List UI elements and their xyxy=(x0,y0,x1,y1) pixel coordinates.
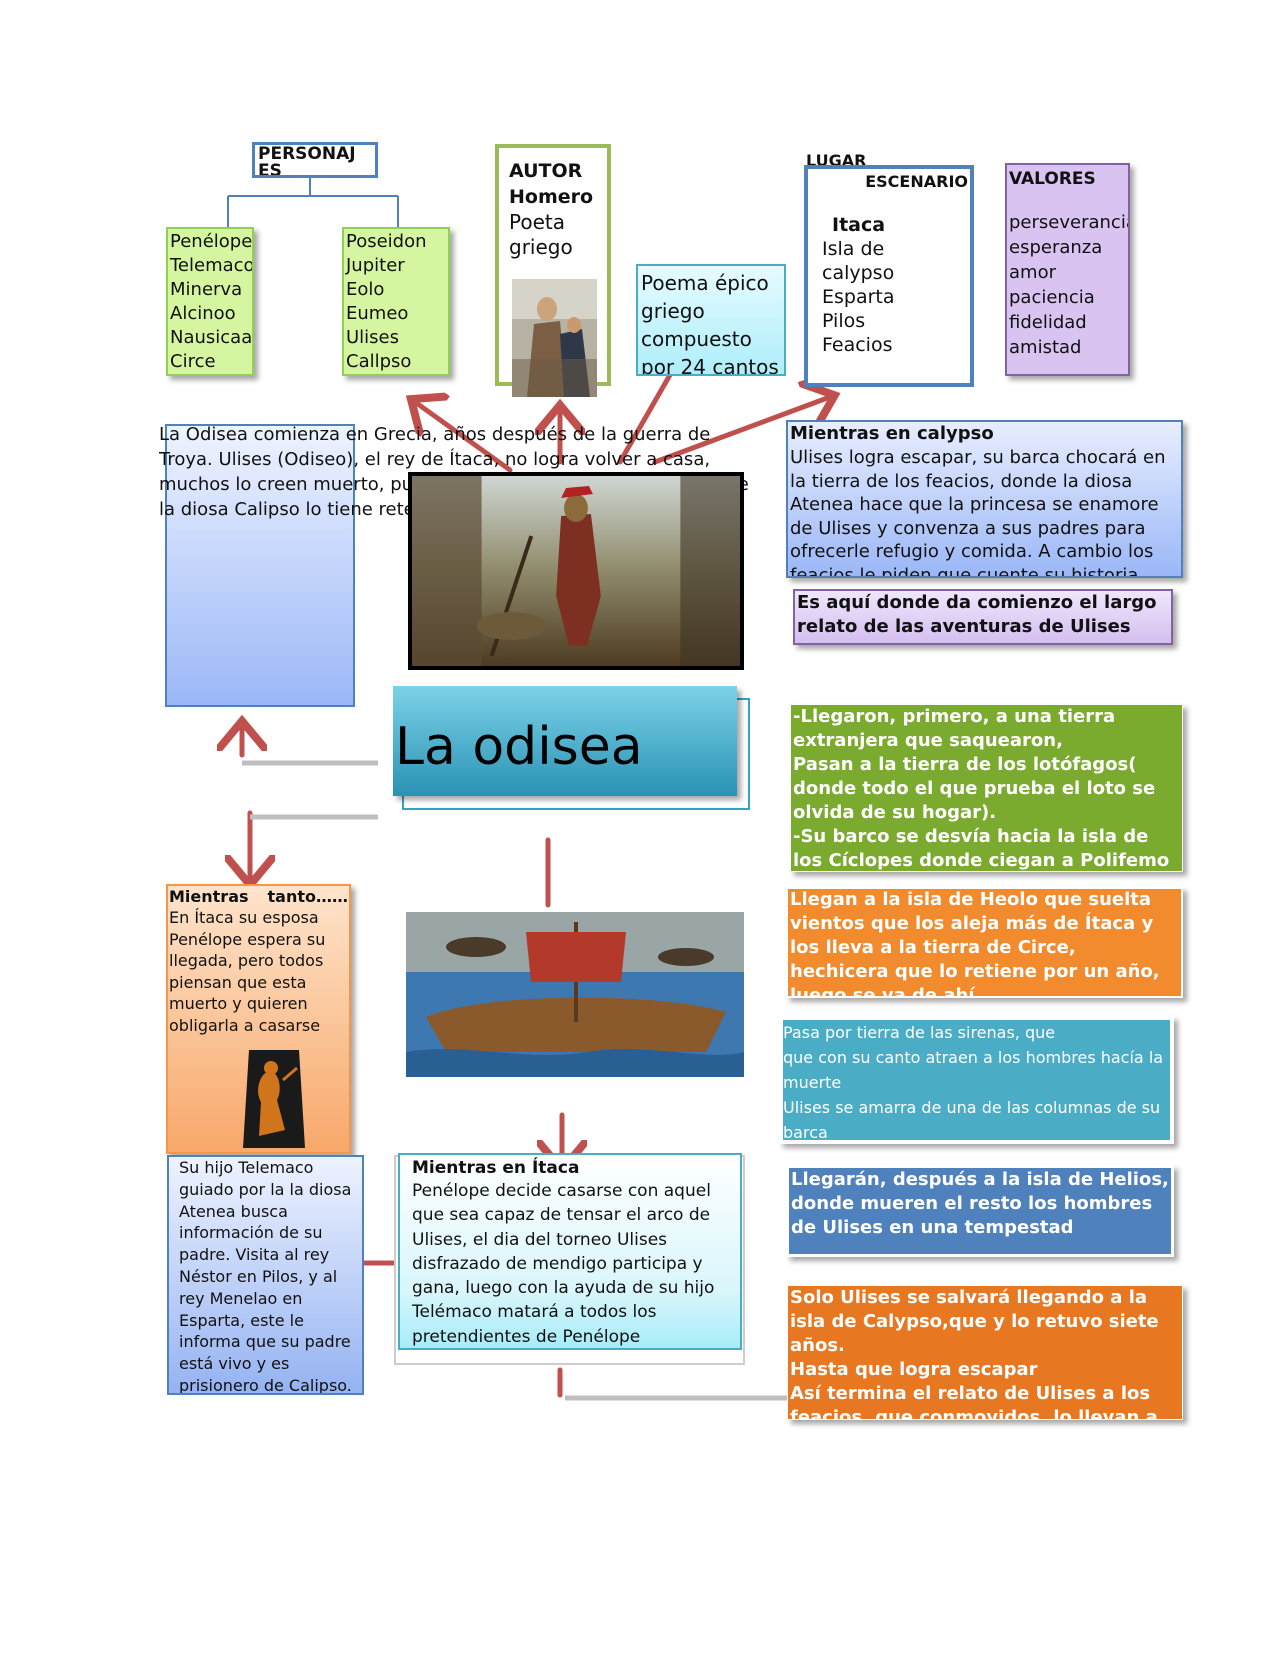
central-title: La odisea xyxy=(393,686,737,796)
aventura-box: Llegarán, después a la isla de Helios, d… xyxy=(786,1165,1174,1257)
lugar-item: Feacios xyxy=(822,334,893,356)
lugar-item: Pilos xyxy=(822,310,866,332)
personaje-item: Eumeo xyxy=(346,303,409,324)
valor-item: paciencia xyxy=(1009,287,1095,308)
personaje-item: Alcinoo xyxy=(170,303,236,324)
valor-item: perseverancia xyxy=(1009,212,1130,233)
personaje-item: Minerva xyxy=(170,279,243,300)
telemaco-box: Su hijo Telemaco guiado por la la diosa … xyxy=(167,1155,364,1395)
aventura-box: Llegan a la isla de Heolo que suelta vie… xyxy=(786,887,1183,998)
aventura-box: Pasa por tierra de las sirenas, que que … xyxy=(779,1016,1174,1144)
valor-item: amistad xyxy=(1009,337,1082,358)
poema-box: Poema épico griego compuesto por 24 cant… xyxy=(636,264,786,376)
personajes-label: PERSONAJ ES xyxy=(252,142,378,178)
intro-box xyxy=(165,424,355,707)
valor-item: fidelidad xyxy=(1009,312,1087,333)
personaje-item: Nausicaa xyxy=(170,327,253,348)
personaje-item: Jupiter Eolo xyxy=(346,255,405,300)
penelope-vase-image xyxy=(239,1050,309,1148)
ulises-warrior-image xyxy=(408,472,744,670)
personajes-tree-lines xyxy=(227,178,399,228)
personaje-item: Ulises xyxy=(346,327,400,348)
lugar-item: Isla de calypso xyxy=(822,238,895,284)
lugar-item: Esparta xyxy=(822,286,895,308)
lugar-item: Itaca xyxy=(832,214,886,236)
valor-item: amor xyxy=(1009,262,1056,283)
itaca-center-box: Mientras en Ítaca Penélope decide casars… xyxy=(398,1153,742,1350)
personaje-item: Callpso xyxy=(346,351,412,372)
aventura-box: -Llegaron, primero, a una tierra extranj… xyxy=(790,704,1183,872)
aventura-box: Solo Ulises se salvará llegando a la isl… xyxy=(787,1285,1183,1420)
personaje-item: Telemaco xyxy=(170,255,254,276)
personaje-item: Penélope xyxy=(170,231,253,252)
valores-items: perseverancia esperanza amor paciencia fidel… xyxy=(1009,210,1130,360)
homer-portrait-image xyxy=(512,279,597,397)
personaje-item: Circe xyxy=(170,351,216,372)
personaje-item: Poseidon xyxy=(346,231,427,252)
calypso-box: Mientras en calypso Ulises logra escapar… xyxy=(786,420,1183,578)
comienzo-box: Es aquí donde da comienzo el largo relat… xyxy=(793,589,1173,645)
valor-item: esperanza xyxy=(1009,237,1103,258)
ulises-ship-sirens-image xyxy=(406,912,744,1077)
